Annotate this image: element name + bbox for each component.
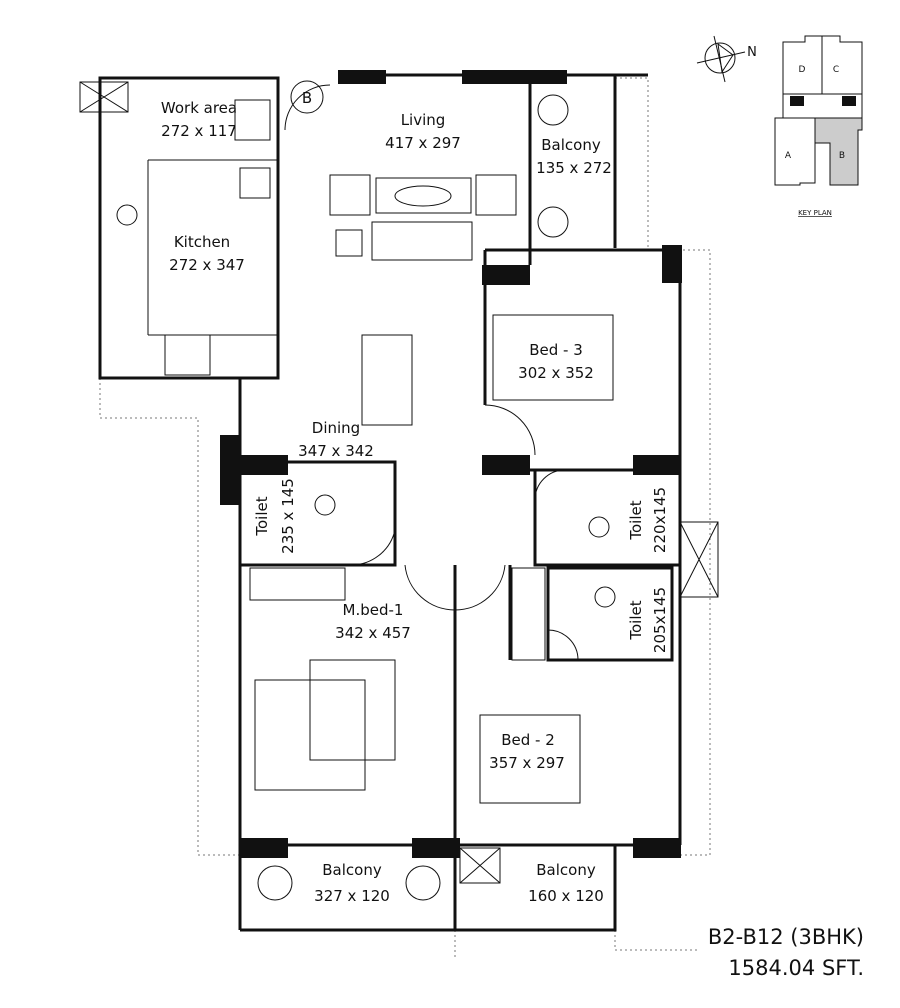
bed3-label: Bed - 3 [529,341,583,359]
toilet-right1-label: Toilet [627,500,645,540]
balcony-bed2-size: 160 x 120 [528,887,604,905]
dining-size: 347 x 342 [298,442,374,460]
kitchen-size: 272 x 347 [169,256,245,274]
living-label: Living [401,111,446,129]
work-area-label: Work area [161,99,237,117]
key-plan-highlight [814,117,863,186]
mbed1-label: M.bed-1 [343,601,404,619]
unit-area: 1584.04 SFT. [728,956,864,980]
unit-title: B2-B12 (3BHK) [707,925,864,949]
bed2-size: 357 x 297 [489,754,565,772]
north-label: N [747,45,757,60]
doors [284,84,579,661]
walls [79,70,719,932]
toilet-left-label: Toilet [253,496,271,536]
key-plan-unit-b: B [839,151,845,161]
unit-badge: B [302,89,312,107]
balcony-bed2-label: Balcony [536,861,596,879]
unit-badge-circle [290,80,324,114]
toilet-right1-size: 220x145 [651,487,669,553]
balcony-mbed-size: 327 x 120 [314,887,390,905]
work-area-size: 272 x 117 [161,122,237,140]
balcony-living-size: 135 x 272 [536,159,612,177]
toilet-right2-label: Toilet [627,600,645,640]
balcony-mbed-label: Balcony [322,861,382,879]
site-boundary [99,77,711,960]
north-compass-icon [696,35,746,83]
bed3-size: 302 x 352 [518,364,594,382]
living-size: 417 x 297 [385,134,461,152]
key-plan-unit-d: D [799,65,806,75]
furniture [116,94,616,901]
kitchen-label: Kitchen [174,233,230,251]
bed2-label: Bed - 2 [501,731,555,749]
key-plan-title: KEY PLAN [798,209,832,217]
mbed1-size: 342 x 457 [335,624,411,642]
key-plan-unit-a: A [785,151,792,161]
toilet-left-size: 235 x 145 [279,478,297,554]
key-plan [774,35,863,186]
balcony-living-label: Balcony [541,136,601,154]
dining-label: Dining [312,419,360,437]
key-plan-unit-c: C [833,65,839,75]
toilet-right2-size: 205x145 [651,587,669,653]
